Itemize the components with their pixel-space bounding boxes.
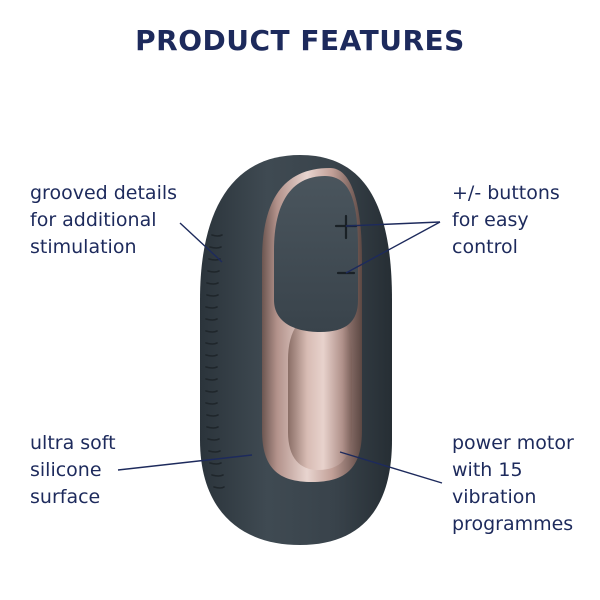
feature-line: with 15	[452, 459, 523, 481]
feature-label-silicone-surface: ultra soft silicone surface	[30, 430, 116, 511]
feature-line: for easy	[452, 209, 529, 231]
metal-plate	[288, 312, 352, 470]
leader-motor	[339, 451, 443, 484]
leader-lines	[117, 221, 443, 484]
feature-line: surface	[30, 486, 101, 508]
feature-line: programmes	[452, 513, 574, 535]
page-title: PRODUCT FEATURES	[135, 24, 465, 57]
groove-details	[205, 234, 225, 489]
leader-minus	[345, 221, 441, 274]
feature-line: grooved details	[30, 182, 178, 204]
feature-line: control	[452, 236, 518, 258]
feature-line: power motor	[452, 432, 574, 454]
leader-grooved	[179, 222, 223, 263]
feature-line: for additional	[30, 209, 157, 231]
feature-line: ultra soft	[30, 432, 116, 454]
feature-label-buttons: +/- buttons for easy control	[452, 180, 560, 261]
feature-line: vibration	[452, 486, 537, 508]
feature-line: silicone	[30, 459, 102, 481]
button-panel	[274, 176, 358, 332]
feature-label-power-motor: power motor with 15 vibration programmes	[452, 430, 574, 538]
leader-silicone	[117, 454, 253, 471]
feature-label-grooved-details: grooved details for additional stimulati…	[30, 180, 177, 261]
feature-line: stimulation	[30, 236, 137, 258]
leader-plus	[345, 221, 441, 227]
feature-line: +/- buttons	[452, 182, 560, 204]
